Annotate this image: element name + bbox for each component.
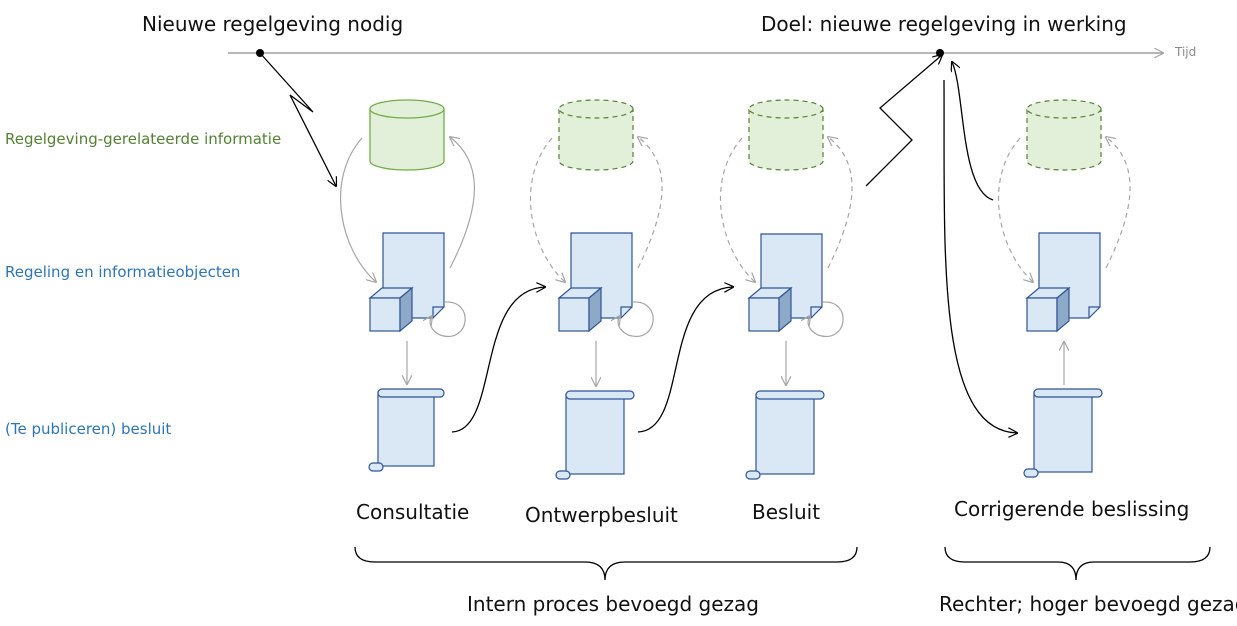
- consultatie-to-ontwerp-arrow: [451, 287, 545, 433]
- corrigerend-regeling-document: [1025, 232, 1101, 333]
- corrigerend-to-goal-arrow: [952, 62, 994, 201]
- goal-to-corrigerend-arrow: [943, 79, 1017, 433]
- stage-label-besluit: Besluit: [752, 500, 821, 524]
- consultatie-besluit-scroll: [368, 388, 445, 472]
- corrigerend-info-to-regeling-arrow: [997, 137, 1033, 282]
- stage-label-corrigerend: Corrigerende beslissing: [954, 497, 1190, 521]
- consultatie-info-cylinder: [369, 99, 445, 171]
- besluit-info-to-regeling-arrow: [719, 137, 755, 282]
- besluit-regeling-to-info-arrow: [828, 137, 853, 269]
- group-label-intern: Intern proces bevoegd gezag: [467, 592, 759, 616]
- goal-label: Doel: nieuwe regelgeving in werking: [761, 12, 1127, 36]
- ontwerp-besluit-scroll: [555, 390, 635, 480]
- stage-label-ontwerpbesluit: Ontwerpbesluit: [525, 503, 678, 527]
- ontwerp-regeling-to-info-arrow: [638, 137, 663, 269]
- row-label-besluit: (Te publiceren) besluit: [5, 420, 172, 438]
- group-label-rechter: Rechter; hoger bevoegd gezag: [939, 592, 1237, 616]
- consultatie-self-loop: [430, 301, 466, 338]
- start-to-consultatie-arrow: [259, 52, 336, 186]
- ontwerp-self-loop: [618, 301, 654, 338]
- row-label-regeling: Regeling en informatieobjecten: [5, 263, 241, 281]
- stage-label-consultatie: Consultatie: [356, 500, 470, 524]
- consultatie-regeling-to-info-arrow: [450, 137, 475, 269]
- besluit-regeling-document: [747, 233, 823, 333]
- consultatie-info-to-regeling-arrow: [340, 137, 376, 282]
- corrigerend-besluit-scroll: [1023, 388, 1103, 478]
- besluit-self-loop: [808, 301, 844, 338]
- intern-proces-brace: [354, 546, 858, 581]
- ontwerp-info-cylinder: [558, 99, 634, 171]
- ontwerp-to-besluit-arrow: [637, 287, 733, 433]
- corrigerend-regeling-to-info-arrow: [1106, 137, 1131, 269]
- axis-label: Tijd: [1175, 45, 1197, 59]
- ontwerp-regeling-document: [557, 232, 633, 333]
- besluit-besluit-scroll: [745, 390, 825, 480]
- consultatie-regeling-document: [368, 232, 445, 333]
- ontwerp-info-to-regeling-arrow: [529, 137, 565, 282]
- rechter-brace: [944, 546, 1211, 581]
- besluit-info-cylinder: [748, 99, 824, 171]
- start-label: Nieuwe regelgeving nodig: [142, 12, 404, 36]
- goal-marker: [936, 49, 944, 57]
- corrigerend-info-cylinder: [1026, 99, 1102, 171]
- besluit-to-goal-arrow: [865, 55, 942, 187]
- row-label-info: Regelgeving-gerelateerde informatie: [5, 130, 282, 148]
